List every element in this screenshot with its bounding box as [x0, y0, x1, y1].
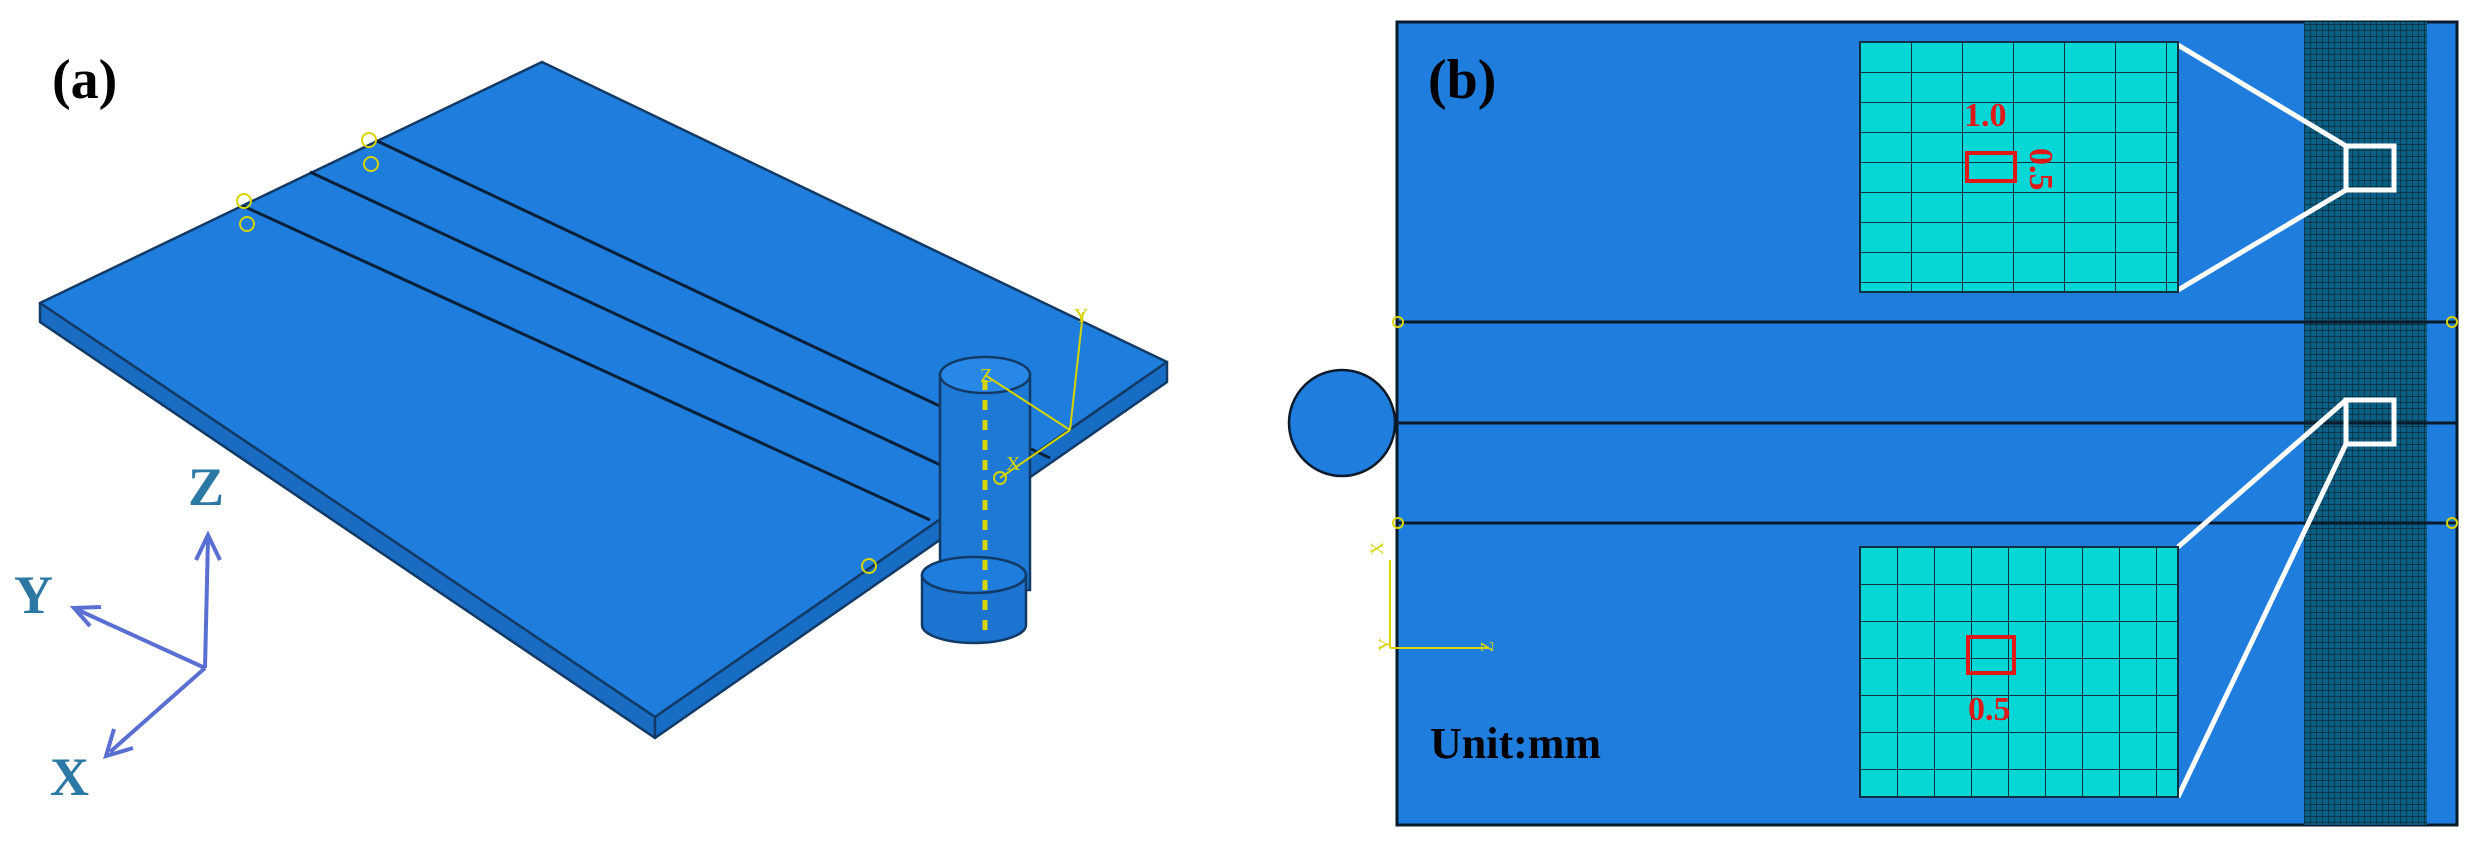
- zoom-source-box-bottom: [2343, 397, 2397, 447]
- tool-axis-z-label: Z: [980, 365, 992, 387]
- panel-a: (a) Y: [14, 49, 1169, 807]
- weld-seam-2: [309, 170, 991, 490]
- fsw-tool: [920, 355, 1032, 645]
- tool-lower-ring: [920, 555, 1028, 595]
- zoom-inset-top: [1859, 41, 2179, 293]
- reference-markers: [236, 132, 877, 574]
- panel-b-label: (b): [1428, 49, 1496, 111]
- triad-z-label: Z: [188, 457, 224, 517]
- zoom-source-box-top: [2343, 143, 2397, 193]
- csys-b-y-label: Y: [1375, 638, 1395, 651]
- tool-lower-body: [920, 573, 1028, 645]
- element-width-label: 1.0: [1964, 97, 2007, 134]
- weld-seam-1: [242, 204, 931, 522]
- element-size-label: 0.5: [1968, 691, 2011, 728]
- reference-markers-b: [1392, 316, 2458, 529]
- weld-seam-3: [374, 138, 1051, 460]
- triad-x-label: X: [50, 747, 89, 807]
- element-highlight-bottom: [1966, 635, 2016, 675]
- panel-b: X Y Z 1.0 0.5 0.5 (b) Unit:mm: [1287, 20, 2459, 827]
- csys-b-z-label: Z: [1477, 641, 1497, 652]
- tool-circle: [1287, 368, 1397, 478]
- zoom-inset-bottom: [1859, 546, 2179, 798]
- tool-axis-y-label: Y: [1074, 305, 1088, 327]
- global-triad: [69, 530, 222, 759]
- panel-a-label: (a): [52, 49, 117, 111]
- local-csys-b: [1389, 560, 1488, 649]
- tool-axis-x-label: X: [1006, 453, 1021, 475]
- triad-y-label: Y: [14, 565, 53, 625]
- unit-label: Unit:mm: [1430, 719, 1601, 768]
- csys-b-x-label: X: [1367, 542, 1387, 555]
- tool-local-csys: [984, 311, 1084, 485]
- element-highlight-top: [1965, 151, 2017, 183]
- element-height-label: 0.5: [2022, 148, 2059, 191]
- zoom-connectors: [2175, 42, 2349, 799]
